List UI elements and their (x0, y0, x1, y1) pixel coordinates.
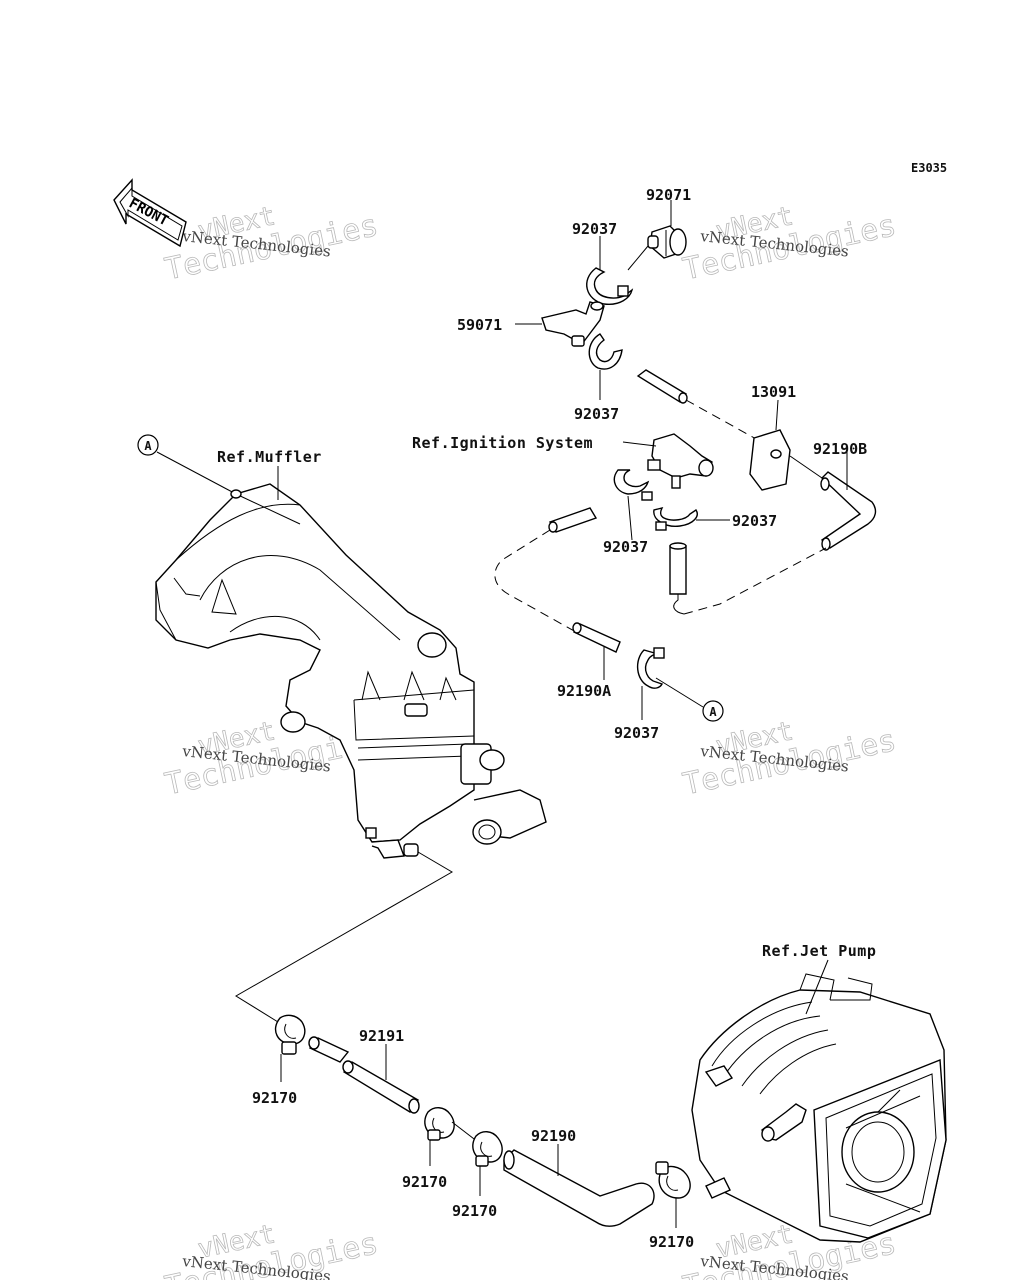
callout-marker-a-bottom-label: A (709, 705, 717, 719)
label-92037-low: 92037 (614, 724, 659, 742)
part-92037-clamp-left (613, 469, 653, 541)
jet-pump-assembly (691, 959, 947, 1243)
ref-jet-pump-label: Ref.Jet Pump (762, 942, 876, 960)
label-13091: 13091 (751, 383, 796, 401)
label-92071: 92071 (646, 186, 691, 204)
part-92170-clamp-a (274, 1014, 306, 1082)
label-92037-right: 92037 (732, 512, 777, 530)
part-92071-fitting (627, 200, 687, 271)
label-92170-b: 92170 (402, 1173, 447, 1191)
part-92037-clamp-top (586, 236, 634, 305)
label-92190: 92190 (531, 1127, 576, 1145)
part-92037-clamp-right (653, 506, 730, 531)
callout-marker-a-bottom: A (655, 677, 724, 722)
part-92191-hose (308, 1036, 420, 1114)
label-92170-d: 92170 (649, 1233, 694, 1251)
part-92170-clamp-b (424, 1107, 479, 1166)
part-92190B-hose (789, 452, 877, 551)
label-92190B: 92190B (813, 440, 867, 458)
ignition-connector (622, 433, 714, 489)
label-92037-mid: 92037 (574, 405, 619, 423)
ref-ignition-label: Ref.Ignition System (412, 434, 593, 452)
tube-small-upper (636, 369, 759, 441)
diagram-code: E3035 (911, 161, 947, 175)
label-92037-top: 92037 (572, 220, 617, 238)
part-92170-clamp-c (472, 1131, 503, 1196)
part-59071-elbow (515, 301, 605, 347)
tube-vertical (669, 542, 687, 615)
callout-marker-a-top-label: A (144, 439, 152, 453)
ref-muffler-label: Ref.Muffler (217, 448, 322, 466)
label-92170-a: 92170 (252, 1089, 297, 1107)
label-92170-c: 92170 (452, 1202, 497, 1220)
hose-route-dashed (494, 529, 577, 633)
tube-short-left (548, 507, 598, 533)
label-92190A: 92190A (557, 682, 611, 700)
muffler-assembly (155, 483, 547, 859)
hose-route-dashed-right (683, 547, 827, 615)
part-92037-clamp-low (637, 647, 665, 720)
part-92190-hose (503, 1144, 655, 1227)
muffler-hose-path (235, 851, 453, 1023)
part-92190A-tube (572, 622, 621, 680)
part-92170-clamp-d (655, 1161, 691, 1228)
front-arrow-icon: FRONT (113, 178, 187, 248)
part-92037-clamp-mid (588, 333, 623, 400)
label-59071: 59071 (457, 316, 502, 334)
callout-marker-a-top: A (137, 434, 237, 495)
part-13091-block (749, 399, 791, 491)
watermark-bottom-left: vNext Technologies (162, 1219, 382, 1280)
label-92191: 92191 (359, 1027, 404, 1045)
label-92037-left: 92037 (603, 538, 648, 556)
